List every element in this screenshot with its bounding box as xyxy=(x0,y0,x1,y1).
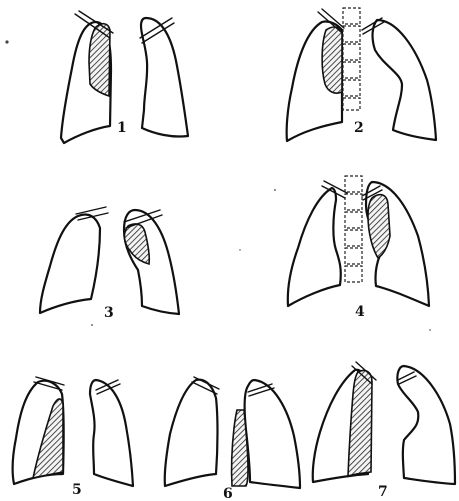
panel-7: 7 xyxy=(313,362,455,500)
right-lung-outline xyxy=(165,380,218,486)
print-speck xyxy=(274,189,276,191)
left-lung-outline xyxy=(90,380,133,486)
opacity-region xyxy=(33,399,63,478)
opacity-region xyxy=(89,24,110,96)
print-speck xyxy=(429,329,431,331)
clavicle-line xyxy=(248,384,272,392)
opacity-region xyxy=(322,27,342,93)
clavicle-line xyxy=(249,388,274,396)
opacity-region xyxy=(232,410,248,486)
panel-2: 2 xyxy=(287,8,436,141)
left-lung-outline xyxy=(373,20,436,140)
opacity-region xyxy=(368,195,390,258)
right-lung-outline xyxy=(40,215,100,314)
panel-label: 2 xyxy=(354,120,364,136)
panel-label: 3 xyxy=(104,305,114,321)
left-lung-outline xyxy=(141,18,188,137)
opacity-region xyxy=(348,370,372,476)
panel-label: 6 xyxy=(223,486,233,501)
panel-4: 4 xyxy=(288,176,429,320)
panel-label: 1 xyxy=(117,120,127,136)
left-lung-outline xyxy=(397,366,455,484)
spine-vertebrae xyxy=(345,176,362,282)
panel-6: 6 xyxy=(165,377,300,501)
print-speck xyxy=(239,249,240,250)
panel-label: 7 xyxy=(378,484,388,500)
print-speck xyxy=(91,324,93,326)
panel-1: 1 xyxy=(61,11,188,143)
spine-vertebrae xyxy=(343,8,360,110)
print-speck xyxy=(5,40,8,43)
opacity-region xyxy=(124,224,149,264)
right-lung-outline xyxy=(288,188,341,306)
clavicle-line xyxy=(192,382,217,394)
clavicle-line xyxy=(399,376,416,384)
clavicle-line xyxy=(76,207,106,214)
panel-label: 5 xyxy=(72,482,82,498)
clavicle-line xyxy=(194,377,219,389)
left-lung-outline xyxy=(245,380,300,488)
panel-label: 4 xyxy=(355,304,365,320)
panel-5: 5 xyxy=(13,377,133,498)
panel-3: 3 xyxy=(40,207,179,321)
